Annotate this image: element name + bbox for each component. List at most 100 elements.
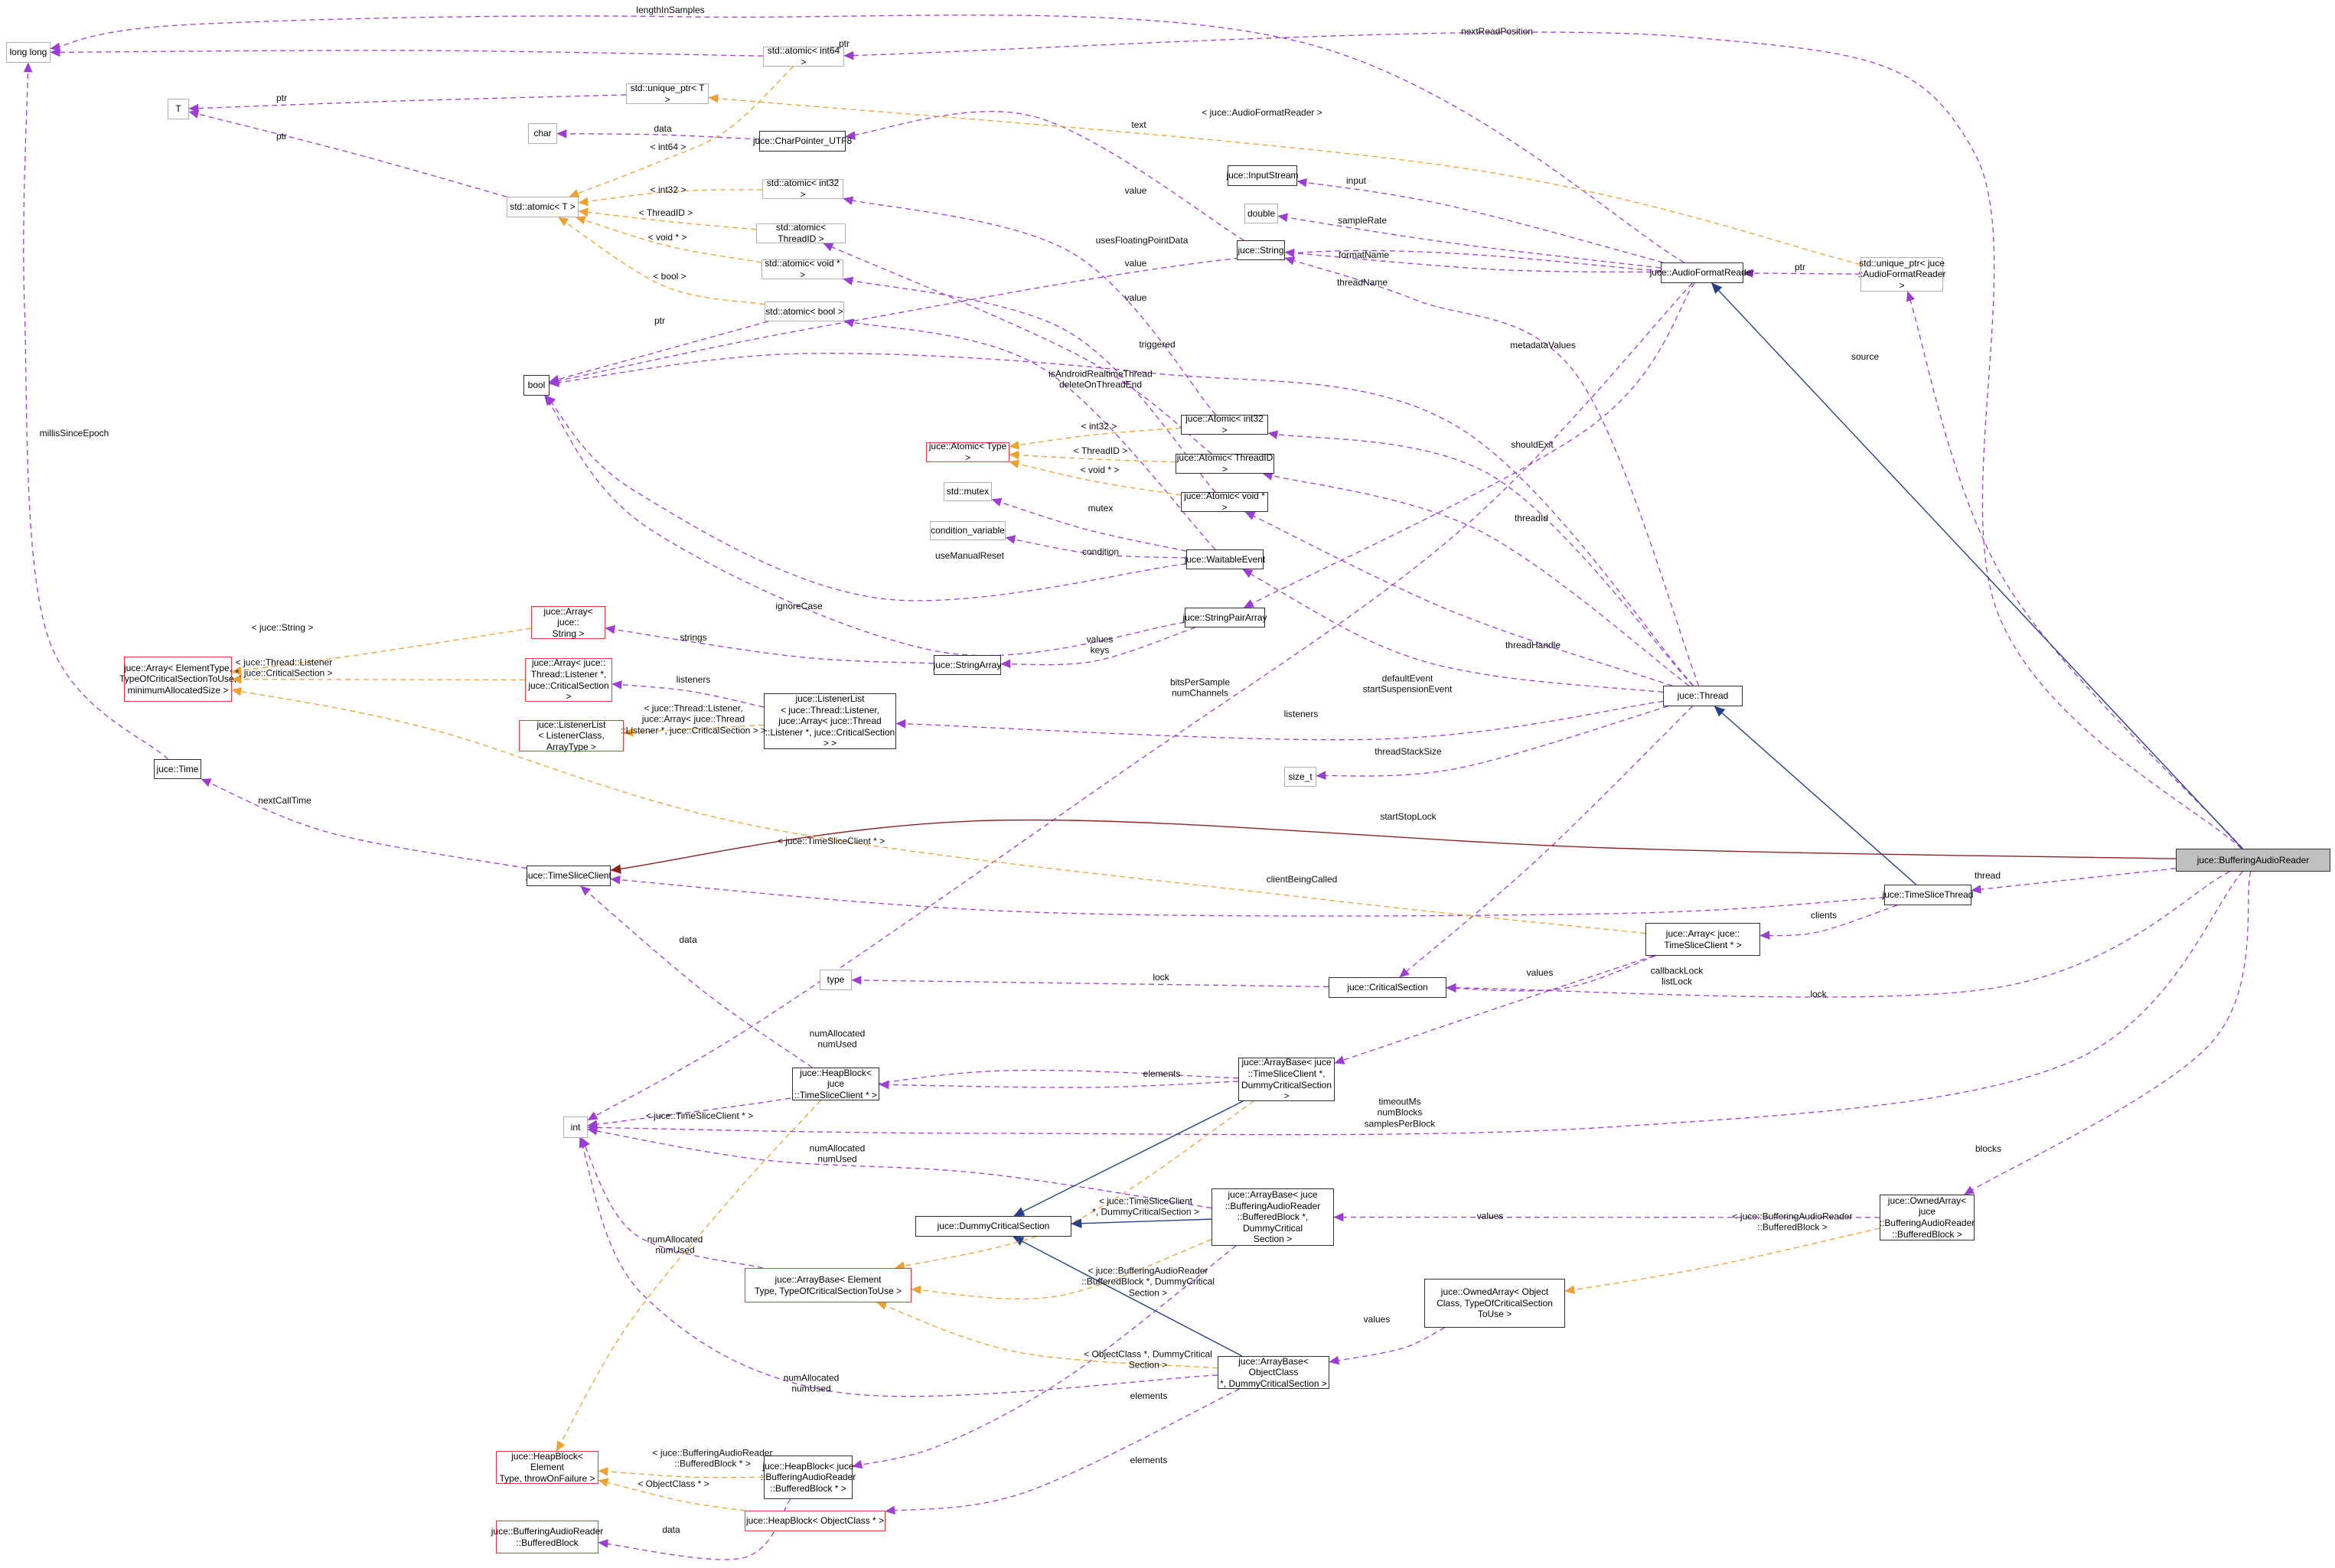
node-charptr_utf8[interactable]: juce::CharPointer_UTF8 [753, 131, 852, 152]
edge-afr-to-int [587, 282, 1693, 1121]
edge-afr-to-inputstream [1296, 178, 1664, 263]
edge-bar-to-tsc [610, 819, 2177, 874]
node-array_tsc[interactable]: juce::Array< juce:: TimeSliceClient * > [1645, 923, 1760, 956]
edge-std_atomic_t-to-T [188, 109, 507, 197]
node-int[interactable]: int [563, 1117, 588, 1138]
edge-thread-to-j_atomic_tid [1262, 471, 1690, 686]
edge-thread-to-ll_big [895, 700, 1664, 741]
node-cs[interactable]: juce::CriticalSection [1329, 977, 1446, 998]
node-hb_bb[interactable]: juce::HeapBlock< juce ::BufferingAudioRe… [761, 1456, 856, 1499]
edge-tst-to-tsc [610, 875, 1885, 917]
edge-afr-to-bool [549, 249, 1662, 386]
node-T[interactable]: T [168, 99, 189, 119]
node-afr[interactable]: juce::AudioFormatReader [1650, 262, 1754, 283]
edge-thread-to-j_atomic_voidp [1244, 511, 1673, 686]
edge-thread-to-cs [1399, 706, 1693, 978]
node-ll_big[interactable]: juce::ListenerList < juce::Thread::Liste… [764, 693, 896, 749]
node-ab_obj[interactable]: juce::ArrayBase< ObjectClass *, DummyCri… [1218, 1356, 1329, 1389]
node-std_atomic_t[interactable]: std::atomic< T > [507, 197, 579, 217]
node-j_atomic_voidp[interactable]: juce::Atomic< void * > [1181, 491, 1268, 513]
edge-j_atomic_int32-to-std_atomic_int32 [843, 196, 1216, 416]
node-bool[interactable]: bool [523, 375, 550, 396]
node-hb_elem[interactable]: juce::HeapBlock< Element Type, throwOnFa… [496, 1451, 598, 1484]
node-char[interactable]: char [528, 123, 557, 144]
node-ab_elem[interactable]: juce::ArrayBase< Element Type, TypeOfCri… [745, 1268, 911, 1302]
node-array_listener[interactable]: juce::Array< juce:: Thread::Listener *, … [525, 657, 612, 702]
node-j_atomic_int32[interactable]: juce::Atomic< int32 > [1181, 413, 1268, 435]
edge-j_atomic_voidp-to-std_atomic_voidp [843, 276, 1216, 493]
node-std_atomic_int64[interactable]: std::atomic< int64 > [763, 45, 844, 67]
edge-array_tsc-to-cs [1446, 955, 1656, 993]
node-ll_template[interactable]: juce::ListenerList < ListenerClass, Arra… [519, 719, 624, 752]
node-mutex[interactable]: std::mutex [944, 482, 992, 501]
edge-ab_bb-to-ab_elem [911, 1239, 1212, 1300]
edge-array_tsc-to-ab_tsc [1334, 955, 1654, 1064]
node-tsc[interactable]: juce::TimeSliceClient [526, 865, 611, 886]
node-waitevent[interactable]: juce::WaitableEvent [1185, 549, 1265, 569]
edge-hb_obj-to-hb_elem [598, 1478, 746, 1511]
node-array_elem[interactable]: juce::Array< ElementType, TypeOfCritical… [119, 657, 236, 702]
edge-j_atomic_int32-to-atomic_type [1009, 427, 1182, 450]
edge-waitevent-to-std_atomic_bool [843, 318, 1216, 550]
node-spa[interactable]: juce::StringPairArray [1182, 608, 1267, 628]
node-ab_tsc[interactable]: juce::ArrayBase< juce ::TimeSliceClient … [1238, 1057, 1335, 1101]
edge-uptr_afr-to-std_unique_ptr_t [708, 93, 1861, 266]
edge-std_atomic_int64-to-std_atomic_t [569, 66, 794, 197]
node-size_t[interactable]: size_t [1284, 767, 1316, 787]
edge-afr-to-string [1284, 248, 1662, 273]
node-bar[interactable]: juce::BufferingAudioReader [2176, 849, 2330, 872]
edge-ab_bb-to-int [587, 1126, 1212, 1209]
node-longlong[interactable]: long long [6, 42, 51, 63]
node-oa_bb[interactable]: juce::OwnedArray< juce ::BufferingAudioR… [1879, 1195, 1975, 1240]
node-oa_obj[interactable]: juce::OwnedArray< Object Class, TypeOfCr… [1424, 1279, 1565, 1328]
node-j_atomic_tid[interactable]: juce::Atomic< ThreadID > [1176, 452, 1274, 474]
node-inputstream[interactable]: juce::InputStream [1226, 165, 1299, 186]
node-stringarray[interactable]: juce::StringArray [934, 655, 1001, 675]
edge-j_atomic_voidp-to-atomic_type [1009, 459, 1182, 496]
node-uptr_afr[interactable]: std::unique_ptr< juce ::AudioFormatReade… [1857, 257, 1946, 292]
edge-afr-to-double [1277, 213, 1662, 269]
node-string[interactable]: juce::String [1237, 240, 1285, 260]
node-condvar[interactable]: condition_variable [930, 521, 1006, 540]
edge-uptr_afr-to-afr [1743, 269, 1861, 278]
edge-time-to-longlong [23, 62, 168, 760]
node-std_atomic_int32[interactable]: std::atomic< int32 > [762, 178, 843, 200]
edge-bar-to-oa_bb [1964, 871, 2252, 1195]
edge-std_atomic_int32-to-std_atomic_t [578, 189, 763, 207]
edge-ab_obj-to-dummy [1013, 1236, 1243, 1357]
edge-ab_tsc-to-ab_elem [895, 1100, 1254, 1270]
edge-ll_big-to-ll_template [623, 724, 765, 737]
edge-stringarray-to-array_string [605, 624, 934, 664]
node-array_string[interactable]: juce::Array< juce:: String > [531, 606, 605, 639]
edge-oa_bb-to-oa_obj [1564, 1227, 1880, 1295]
edge-hb_tsc-to-tsc [580, 885, 813, 1068]
node-bb[interactable]: juce::BufferingAudioReader ::BufferedBlo… [491, 1521, 603, 1553]
node-ab_bb[interactable]: juce::ArrayBase< juce ::BufferingAudioRe… [1212, 1188, 1334, 1246]
node-atomic_type[interactable]: juce::Atomic< Type > [926, 441, 1009, 463]
edge-tst-to-thread [1714, 706, 1917, 885]
edge-thread-to-j_atomic_int32 [1267, 430, 1694, 686]
node-type[interactable]: type [820, 970, 852, 990]
node-std_atomic_bool[interactable]: std::atomic< bool > [765, 302, 844, 321]
node-tst[interactable]: juce::TimeSliceThread [1883, 885, 1973, 905]
edge-waitevent-to-condvar [1005, 535, 1187, 559]
node-std_unique_ptr_t[interactable]: std::unique_ptr< T > [626, 83, 709, 105]
edge-bar-to-uptr_afr [1906, 291, 2244, 849]
node-std_atomic_threadid[interactable]: std::atomic< ThreadID > [756, 222, 846, 244]
node-double[interactable]: double [1244, 204, 1278, 223]
node-dummy[interactable]: juce::DummyCriticalSection [915, 1216, 1071, 1237]
node-hb_obj[interactable]: juce::HeapBlock< ObjectClass * > [745, 1511, 885, 1531]
node-thread[interactable]: juce::Thread [1663, 686, 1743, 706]
edge-ab_tsc-to-int [587, 1069, 1239, 1130]
edge-ab_tsc-to-hb_tsc [879, 1080, 1239, 1090]
edge-thread-to-waitevent [1242, 569, 1664, 693]
edge-thread-to-string [1284, 256, 1700, 686]
node-std_atomic_voidp[interactable]: std::atomic< void * > [761, 258, 843, 280]
node-time[interactable]: juce::Time [154, 759, 201, 779]
edge-tst-to-array_tsc [1759, 905, 1898, 940]
edge-ab_tsc-to-dummy [1013, 1100, 1244, 1217]
edge-std_atomic_bool-to-bool [549, 321, 769, 384]
node-hb_tsc[interactable]: juce::HeapBlock< juce ::TimeSliceClient … [792, 1068, 879, 1100]
